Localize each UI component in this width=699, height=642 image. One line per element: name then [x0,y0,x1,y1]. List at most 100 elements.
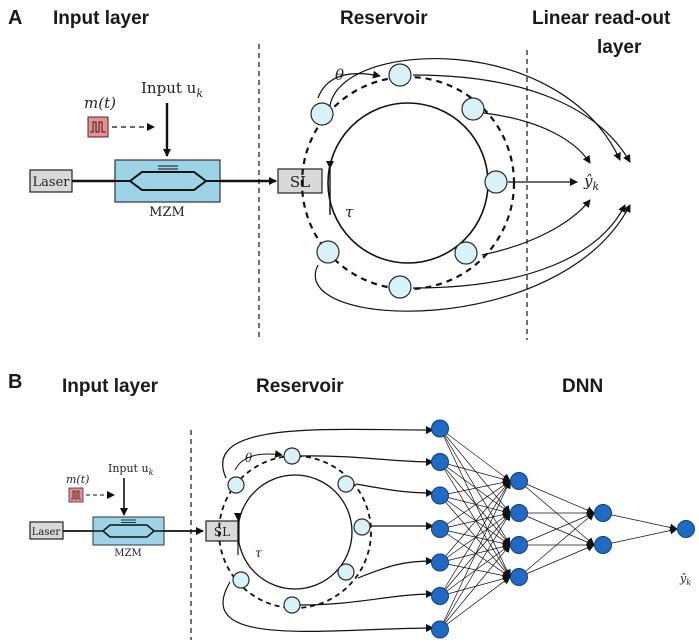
laser-label: Laser [33,175,71,190]
dnn-connection [439,574,511,597]
tau-label: τ [345,203,354,221]
panel-a-header-reservoir: Reservoir [340,8,428,29]
dnn-connection [439,544,511,630]
dnn-node [431,553,449,572]
dnn-node [594,536,612,554]
modulation-label: m(t) [84,94,116,112]
dnn-node [431,620,449,639]
virtual-node [337,475,355,493]
modulation-label-b: m(t) [66,473,89,486]
reservoir-dnn-arrows [222,425,434,633]
dnn-connection [439,495,511,546]
panel-a-header-readout: Linear read-out [532,8,671,29]
dnn-node [510,568,528,586]
virtual-node [454,241,478,265]
virtual-node [316,240,340,264]
dnn-connection [602,526,678,546]
modulation-signal-icon [87,116,109,138]
dnn-connection [439,428,511,514]
dnn-connection [439,562,511,580]
modulation-signal-icon [68,487,84,503]
dnn-connection [439,478,511,496]
dnn-connection [518,480,595,514]
sl-label: SL [290,173,310,191]
dnn-connection [439,428,511,546]
panel-a-header-readout-2: layer [597,37,642,58]
dnn-connection [439,512,511,630]
virtual-node [337,563,355,581]
panel-b-header-dnn: DNN [562,376,603,397]
panel-a-header-input: Input layer [53,8,150,29]
dnn-connection [439,510,511,530]
theta-arrow [317,70,381,99]
dnn-connection [439,461,511,514]
virtual-node [388,275,412,299]
dnn-connection [439,480,511,630]
virtual-node [461,97,485,121]
dnn-connection [518,512,595,546]
mzm-label: MZM [149,205,185,220]
dnn-node [510,472,528,490]
virtual-nodes-b [227,447,371,614]
dnn-connection [518,512,595,578]
dnn-connection [439,480,511,597]
mzm-label-b: MZM [114,548,141,559]
panel-a: A Input layer Reservoir Linear read-out … [8,7,671,340]
dnn-connection [439,544,511,597]
dnn-node [431,587,449,605]
delay-loop-inner-b [237,474,353,590]
dnn-connection [602,512,678,532]
panel-a-letter: A [8,7,22,29]
laser-label-b: Laser [32,527,61,538]
dnn-connection [439,576,511,630]
virtual-node [388,63,412,87]
virtual-node [283,447,301,465]
theta-label-b: θ [245,451,253,465]
dnn-connection [439,512,511,563]
tau-label-b: τ [255,546,262,560]
dnn-connection [439,480,511,530]
dnn-node [510,536,528,554]
readout-arrows [314,58,631,312]
sl-label-b: SL [214,525,230,539]
dnn-node [594,504,612,522]
sl-box [277,168,323,194]
dnn-nodes [431,419,695,639]
dnn-connection [439,528,511,548]
panel-b: B Input layer Reservoir DNN Input uk m(t… [8,371,695,640]
delay-loop-inner [327,102,489,264]
input-label-b: Input uk [108,462,154,477]
dnn-node [510,504,528,522]
virtual-node [484,170,508,194]
dnn-connection [439,428,511,482]
dnn-connection [439,480,511,563]
dnn-node [431,486,449,505]
theta-label: θ [335,66,344,84]
dnn-connection [439,461,511,546]
input-label: Input uk [141,79,203,100]
dnn-connection [439,461,511,484]
dnn-connection [439,495,511,516]
sl-box-b [205,520,240,542]
output-label-b: ŷk [679,572,691,587]
dnn-node [677,520,695,538]
virtual-node [227,476,245,494]
dnn-node [431,520,449,538]
dnn-edges [439,428,678,630]
dnn-node [431,419,449,438]
panel-b-header-reservoir: Reservoir [256,376,344,397]
output-label: ŷk [583,172,599,193]
dnn-node [431,453,449,471]
panel-b-header-input: Input layer [62,376,159,397]
virtual-node [310,102,334,126]
dnn-connection [439,542,511,563]
dnn-connection [518,544,595,578]
dnn-connection [439,495,511,578]
dnn-connection [439,528,511,578]
dnn-connection [439,461,511,578]
virtual-node [353,518,371,536]
dnn-connection [439,428,511,578]
theta-arrow-b [234,450,283,471]
